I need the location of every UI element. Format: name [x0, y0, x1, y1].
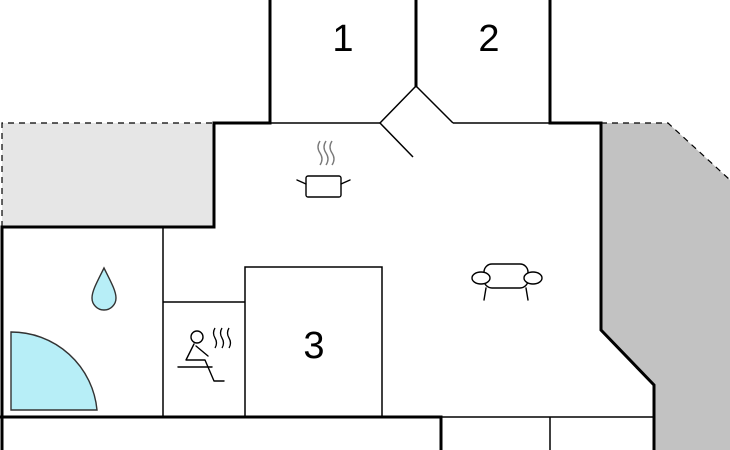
- room-3-label: 3: [303, 325, 324, 367]
- terrace-boundary: [1, 122, 214, 227]
- sofa-icon: [471, 263, 543, 301]
- water-drop-icon: [91, 266, 117, 311]
- room-2-label: 2: [478, 18, 499, 60]
- kitchen-pot-icon: [296, 140, 351, 198]
- outer-wall-east: [548, 0, 656, 450]
- corridor-wall-left: [379, 85, 417, 124]
- shower-icon: [10, 331, 98, 411]
- outer-wall: [0, 0, 272, 450]
- corridor-wall-right: [415, 85, 454, 124]
- bottom-wall: [0, 415, 443, 450]
- room-3-walls: [244, 266, 383, 418]
- room-1-label: 1: [332, 18, 353, 60]
- sauna-icon: [177, 327, 232, 382]
- balcony-boundary: [601, 122, 730, 181]
- terrace-area: [2, 123, 214, 227]
- balcony-area: [601, 123, 730, 450]
- door-swing: [379, 122, 414, 158]
